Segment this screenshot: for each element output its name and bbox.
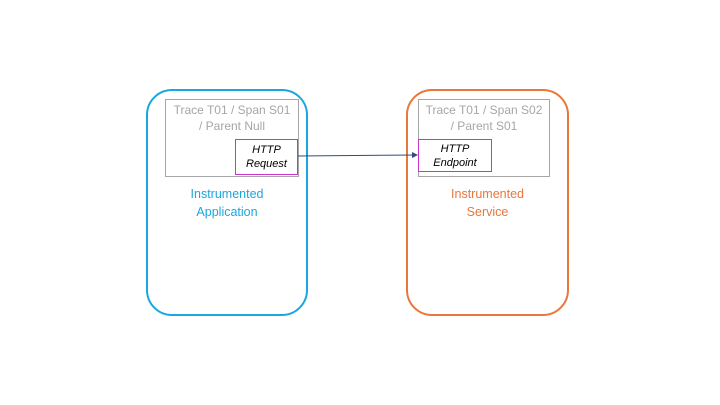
service-label: Instrumented Service xyxy=(406,185,569,221)
service-container xyxy=(406,89,569,316)
application-label-line1: Instrumented xyxy=(190,187,264,201)
http-endpoint-line1: HTTP xyxy=(440,142,470,155)
application-container xyxy=(146,89,308,316)
application-span-line1: Trace T01 / Span S01 xyxy=(173,103,291,117)
http-request-line1: HTTP xyxy=(252,144,281,156)
service-span-line2: / Parent S01 xyxy=(450,119,518,133)
service-label-line2: Service xyxy=(466,205,509,219)
service-span-line1: Trace T01 / Span S02 xyxy=(425,103,543,117)
http-endpoint-box: HTTP Endpoint xyxy=(418,139,492,172)
application-label: Instrumented Application xyxy=(146,185,308,221)
http-request-line2: Request xyxy=(246,158,287,170)
http-endpoint-line2: Endpoint xyxy=(433,156,477,169)
http-request-box: HTTP Request xyxy=(235,139,298,175)
service-label-line1: Instrumented xyxy=(451,187,524,201)
application-label-line2: Application xyxy=(196,205,258,219)
application-span-line2: / Parent Null xyxy=(198,119,266,133)
request-arrow-line xyxy=(297,152,418,159)
